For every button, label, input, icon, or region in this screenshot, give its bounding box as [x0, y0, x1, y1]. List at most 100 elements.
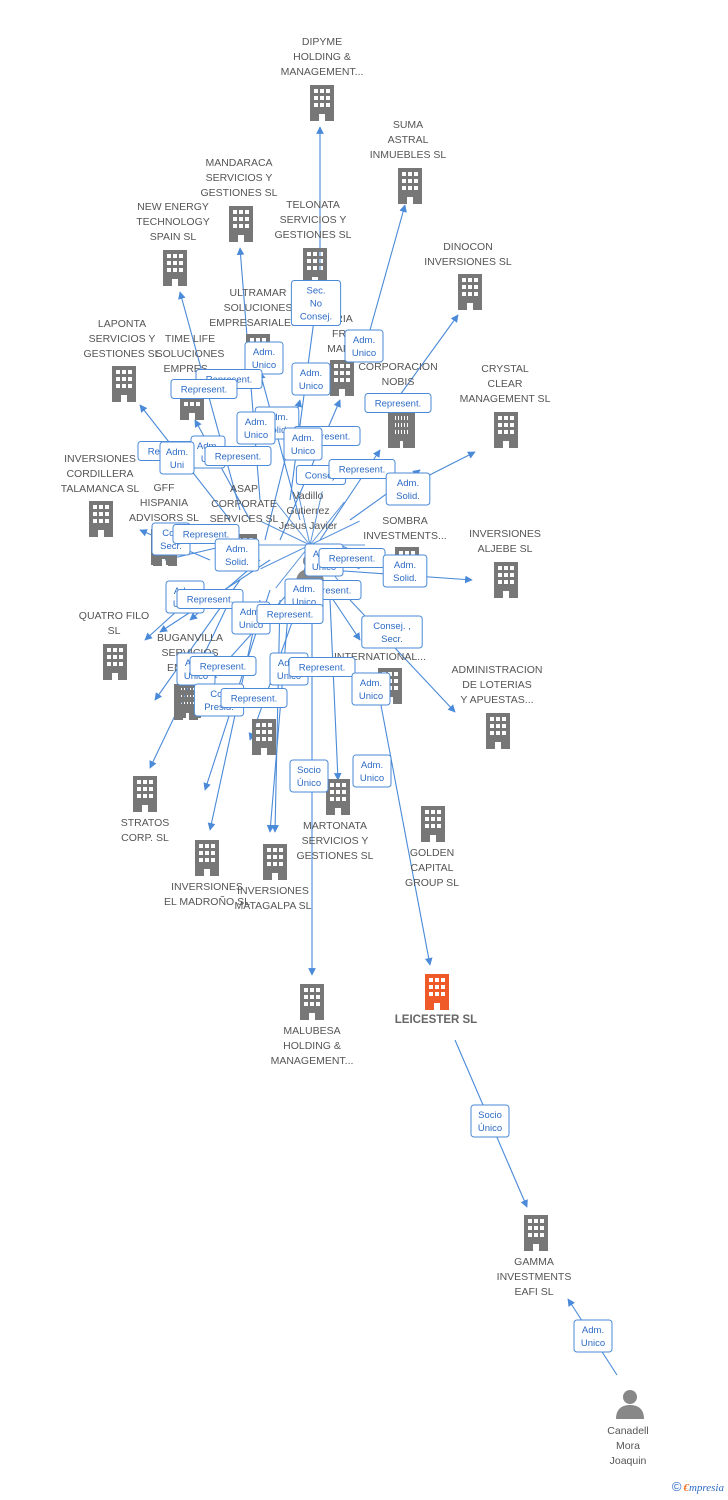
relation-label[interactable]: Adm.Unico	[236, 411, 276, 445]
relation-label-line: Solid.	[396, 491, 420, 502]
relation-label[interactable]: Represent.	[170, 379, 238, 399]
relation-label-text: Represent.	[181, 385, 227, 396]
node-label-line: HISPANIA	[140, 497, 188, 509]
relation-label[interactable]: Represent.	[288, 657, 356, 677]
relation-label[interactable]: Represent.	[189, 656, 257, 676]
edge-18	[258, 371, 301, 521]
relation-label-box	[364, 393, 432, 413]
node-label-line: GESTIONES SL	[274, 229, 351, 241]
relation-label[interactable]: Represent.	[318, 548, 386, 568]
relation-label[interactable]: Adm.Solid.	[214, 538, 260, 572]
relation-label[interactable]: Adm.Unico	[573, 1319, 613, 1353]
relation-label[interactable]: Represent.	[220, 688, 288, 708]
node-label-line: INVERSIONES	[64, 453, 136, 465]
relation-label[interactable]: Adm.Unico	[291, 362, 331, 396]
relation-label-line: Unico	[244, 430, 268, 441]
relation-label[interactable]: Represent.	[256, 604, 324, 624]
relation-label[interactable]: Represent.	[204, 446, 272, 466]
relation-label[interactable]: Adm.Uni	[159, 441, 195, 475]
relation-label-line: Adm.	[292, 433, 314, 444]
node-label-line: DE LOTERIAS	[462, 679, 531, 691]
relation-label[interactable]: Represent.	[328, 459, 396, 479]
relation-label-text: Consej. ,Secr.	[373, 621, 411, 645]
relation-label-line: Unico	[252, 360, 276, 371]
relation-label-line: Adm.	[226, 544, 248, 555]
relation-label[interactable]: Adm.Unico	[283, 427, 323, 461]
relation-label-text: Adm.Solid.	[393, 560, 417, 584]
node-leicester[interactable]: LEICESTER SL	[395, 974, 477, 1026]
node-label-line: CRYSTAL	[481, 363, 529, 375]
edge-6	[379, 699, 433, 966]
relation-label[interactable]: Adm.Solid.	[382, 554, 428, 588]
relation-label[interactable]: Adm.Unico	[351, 672, 391, 706]
relation-label-text: Represent.	[187, 595, 233, 606]
node-label-line: ADVISORS SL	[129, 512, 199, 524]
node-hidden1[interactable]	[252, 719, 276, 755]
relation-label-box	[573, 1319, 613, 1353]
node-label-line: TALAMANCA SL	[61, 483, 140, 495]
relation-label[interactable]: Adm.Solid.	[385, 472, 431, 506]
node-label-line: SERVICIOS Y	[302, 835, 369, 847]
relation-label[interactable]: Adm.Unico	[244, 341, 284, 375]
node-label-line: BUGANVILLA	[157, 632, 223, 644]
relation-label[interactable]: Adm.Unico	[352, 754, 392, 788]
brand-e: €	[683, 1482, 689, 1494]
node-label-line: SOLUCIONES	[156, 348, 225, 360]
node-label-line: INTERNATIONAL...	[334, 651, 426, 663]
building-icon	[494, 562, 518, 598]
node-label-line: DIPYME	[302, 36, 342, 48]
node-label-line: SOMBRA	[382, 515, 428, 527]
relation-label-line: Represent.	[299, 663, 345, 674]
relation-label[interactable]: Adm.Unico	[284, 578, 324, 612]
relation-label[interactable]: Adm.Unico	[344, 329, 384, 363]
relation-label-text: Adm.Unico	[581, 1325, 605, 1349]
node-label-line: ULTRAMAR	[230, 287, 287, 299]
relation-label-line: Unico	[360, 773, 384, 784]
relation-label[interactable]: Represent.	[176, 589, 244, 609]
relation-label[interactable]: Represent.	[364, 393, 432, 413]
relation-label-box	[352, 754, 392, 788]
relation-label-line: Adm.	[582, 1325, 604, 1336]
empresia-logo[interactable]: ©€mpresia	[672, 1479, 724, 1494]
relation-label[interactable]: Consej. ,Secr.	[361, 615, 423, 649]
